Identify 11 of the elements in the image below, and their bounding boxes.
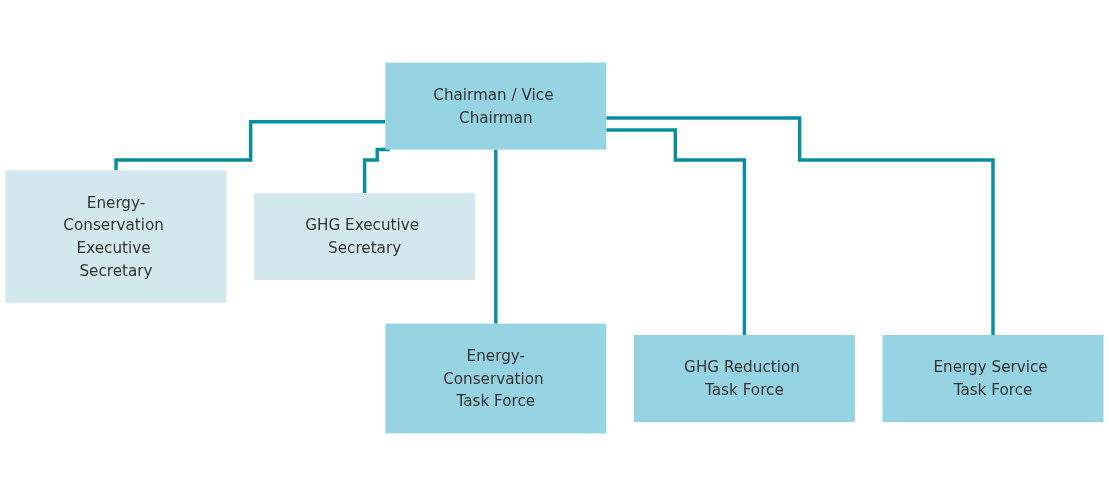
connector bbox=[606, 116, 995, 337]
connector bbox=[114, 120, 386, 173]
connector bbox=[606, 128, 747, 337]
node-box: Energy-Conservation Task Force bbox=[385, 323, 607, 434]
connector bbox=[362, 147, 390, 195]
node-box: Energy Service Task Force bbox=[882, 335, 1104, 422]
connector bbox=[494, 147, 498, 326]
node-box: Chairman / Vice Chairman bbox=[385, 62, 607, 150]
node-box: GHG Executive Secretary bbox=[254, 193, 476, 281]
node-box: Energy-Conservation Executive Secretary bbox=[5, 170, 227, 303]
node-box: GHG Reduction Task Force bbox=[633, 335, 855, 422]
